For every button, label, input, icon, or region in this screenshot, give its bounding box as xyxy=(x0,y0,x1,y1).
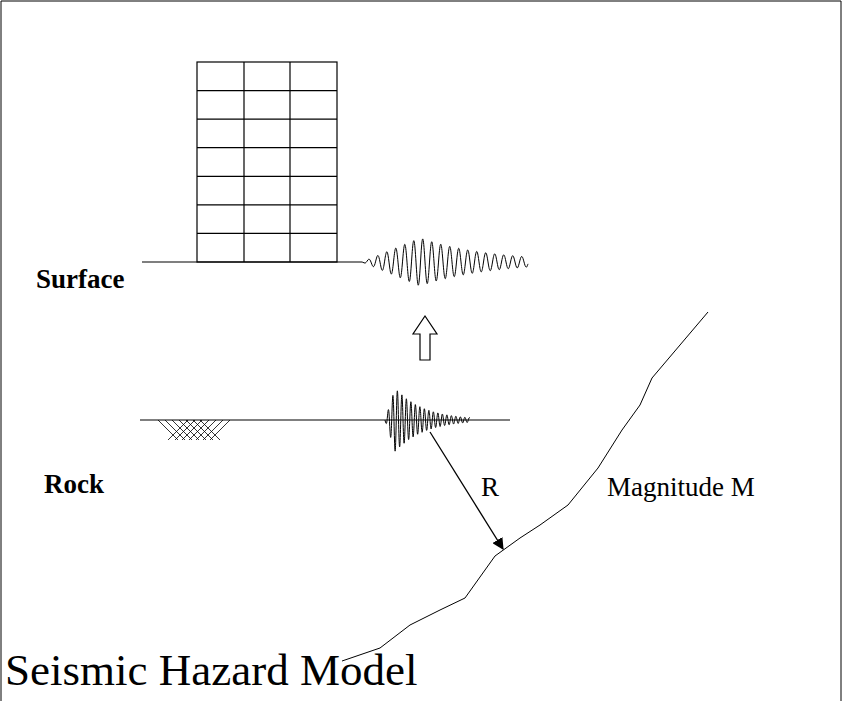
rock-hatching xyxy=(158,420,230,440)
surface-line xyxy=(142,261,362,262)
rock-motion xyxy=(385,391,470,451)
distance-label: R xyxy=(481,474,499,501)
surface-motion xyxy=(362,239,528,285)
layer-label: Surface xyxy=(36,266,124,293)
distance-arrow xyxy=(430,432,503,549)
fault-label: Magnitude M xyxy=(607,474,755,501)
amplification-arrow xyxy=(413,316,437,360)
building xyxy=(197,62,337,262)
layer-label: Rock xyxy=(44,471,104,498)
diagram-title: Seismic Hazard Model xyxy=(5,648,417,693)
